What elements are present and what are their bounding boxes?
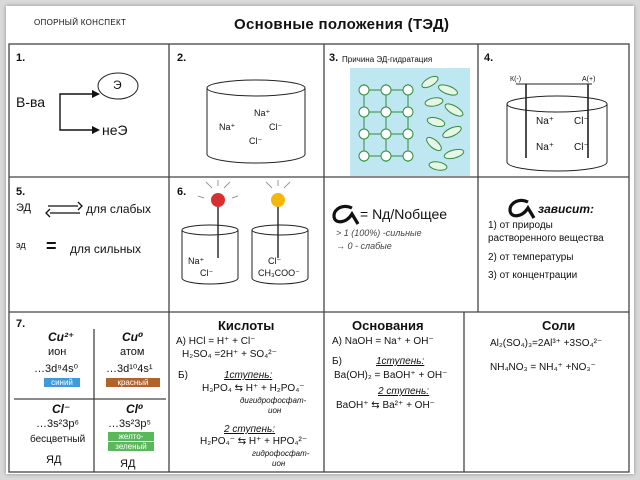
- reversible-arrows-icon: [45, 201, 83, 218]
- ed-label: ЭД: [16, 202, 31, 214]
- ion-name: гидрофосфат-: [252, 449, 310, 458]
- beaker-icon: [206, 79, 306, 164]
- ion-name: дигидрофосфат-: [240, 396, 307, 405]
- ed-label: эд: [16, 240, 26, 250]
- ion-label: Cl⁻: [268, 256, 282, 266]
- cell-number: 1.: [16, 52, 26, 64]
- ion-label: Cl⁻: [574, 142, 589, 153]
- step-label: 2 ступень:: [378, 386, 430, 397]
- electron-config: …3s²3p⁵: [108, 418, 152, 430]
- alpha-symbol-icon: [508, 198, 536, 219]
- toxicity-label: ЯД: [120, 458, 136, 470]
- ion-label: Na⁺: [536, 142, 555, 153]
- ion-label: Na⁺: [536, 116, 555, 127]
- weak-electrolyte-line: → 0 - слабые: [336, 241, 392, 251]
- electron-config: …3d¹⁰4s¹: [106, 363, 153, 375]
- weak-label: для слабых: [86, 202, 152, 216]
- cell-number: 3.: [329, 52, 339, 64]
- alpha-symbol-icon: [332, 204, 360, 225]
- species-type: ион: [48, 346, 67, 358]
- ion-name: ион: [268, 406, 282, 415]
- ion-label: Na⁺: [219, 122, 236, 132]
- species-label: Cl⁻: [52, 402, 71, 416]
- species-label: Cu⁰: [122, 330, 144, 344]
- equation: H₃PO₄ ⇆ H⁺ + H₂PO₄⁻: [202, 383, 305, 394]
- ion-label: Cl⁻: [249, 136, 263, 146]
- color-chip-green: зеленый: [108, 442, 154, 451]
- cell-number: 5.: [16, 186, 26, 198]
- cell-number: 2.: [177, 52, 187, 64]
- ion-label: Cl⁻: [269, 122, 283, 132]
- summary-sheet: ОПОРНЫЙ КОНСПЕКТ Основные положения (ТЭД…: [6, 6, 634, 474]
- ion-label: Na⁺: [254, 108, 271, 118]
- dependency-item: 3) от концентрации: [488, 270, 578, 281]
- ion-label: Cl⁻: [574, 116, 589, 127]
- species-type: атом: [120, 346, 145, 358]
- electron-config: …3s²3p⁶: [36, 418, 80, 430]
- page-title: Основные положения (ТЭД): [234, 16, 450, 33]
- step-label: 1ступень:: [376, 356, 425, 367]
- dependency-item: растворенного вещества: [488, 233, 604, 244]
- electron-config: …3d⁹4s⁰: [34, 363, 78, 375]
- ion-label: CH₃COO⁻: [258, 268, 300, 278]
- step-label: 2 ступень:: [224, 424, 276, 435]
- cell-number: 7.: [16, 318, 26, 330]
- ion-label: Na⁺: [188, 256, 205, 266]
- conductivity-beakers-icon: [181, 180, 309, 285]
- classification-arrows: [59, 72, 139, 134]
- section-title: Соли: [542, 318, 576, 333]
- section-title: Кислоты: [218, 318, 275, 333]
- equation: NH₄NO₃ = NH₄⁺ +NO₃⁻: [490, 362, 596, 373]
- color-chip-red: красный: [106, 378, 160, 387]
- equation: H₂PO₄⁻ ⇆ H⁺ + HPO₄²⁻: [200, 436, 308, 447]
- color-chip-blue: синий: [44, 378, 80, 387]
- section-title: Основания: [352, 318, 424, 333]
- equation: BaOH⁺ ⇆ Ba²⁺ + OH⁻: [336, 400, 435, 411]
- electrolysis-cell-icon: [506, 83, 608, 172]
- cathode-label: К(-): [510, 76, 522, 83]
- depends-title: зависит:: [538, 202, 595, 216]
- equation: А) NaOH = Na⁺ + OH⁻: [332, 336, 434, 347]
- ion-name: ион: [272, 459, 286, 468]
- cell-number: 4.: [484, 52, 494, 64]
- hydration-title: Причина ЭД-гидратация: [342, 55, 433, 64]
- ion-label: Cl⁻: [200, 268, 214, 278]
- species-label: Cu²⁺: [48, 330, 75, 344]
- anode-label: А(+): [582, 76, 596, 83]
- equals-sign: =: [46, 236, 57, 256]
- species-label: Cl⁰: [126, 402, 144, 416]
- alpha-formula: = Nд/Nобщее: [360, 206, 448, 222]
- label-b: Б): [332, 356, 342, 367]
- strong-label: для сильных: [70, 242, 142, 256]
- equation: H₂SO₄ =2H⁺ + SO₄²⁻: [182, 349, 277, 360]
- label-b: Б): [178, 370, 188, 381]
- color-label: бесцветный: [30, 434, 86, 445]
- strong-electrolyte-line: > 1 (100%) -сильные: [336, 228, 422, 238]
- toxicity-label: ЯД: [46, 454, 62, 466]
- electrolyte-label: Э: [113, 78, 122, 92]
- step-label: 1ступень:: [224, 370, 273, 381]
- dependency-item: 1) от природы: [488, 220, 553, 231]
- hydration-crystal-diagram: [350, 68, 470, 176]
- substances-label: В-ва: [16, 94, 46, 110]
- equation: А) HCl = H⁺ + Cl⁻: [176, 336, 256, 347]
- equation: Al₂(SO₄)₃=2Al³⁺ +3SO₄²⁻: [490, 338, 603, 349]
- dependency-item: 2) от температуры: [488, 252, 574, 263]
- non-electrolyte-label: неЭ: [102, 122, 128, 138]
- equation: Ba(OH)₂ = BaOH⁺ + OH⁻: [334, 370, 448, 381]
- color-chip-green: желто-: [108, 432, 154, 441]
- header-label: ОПОРНЫЙ КОНСПЕКТ: [34, 18, 127, 27]
- cell-number: 6.: [177, 186, 187, 198]
